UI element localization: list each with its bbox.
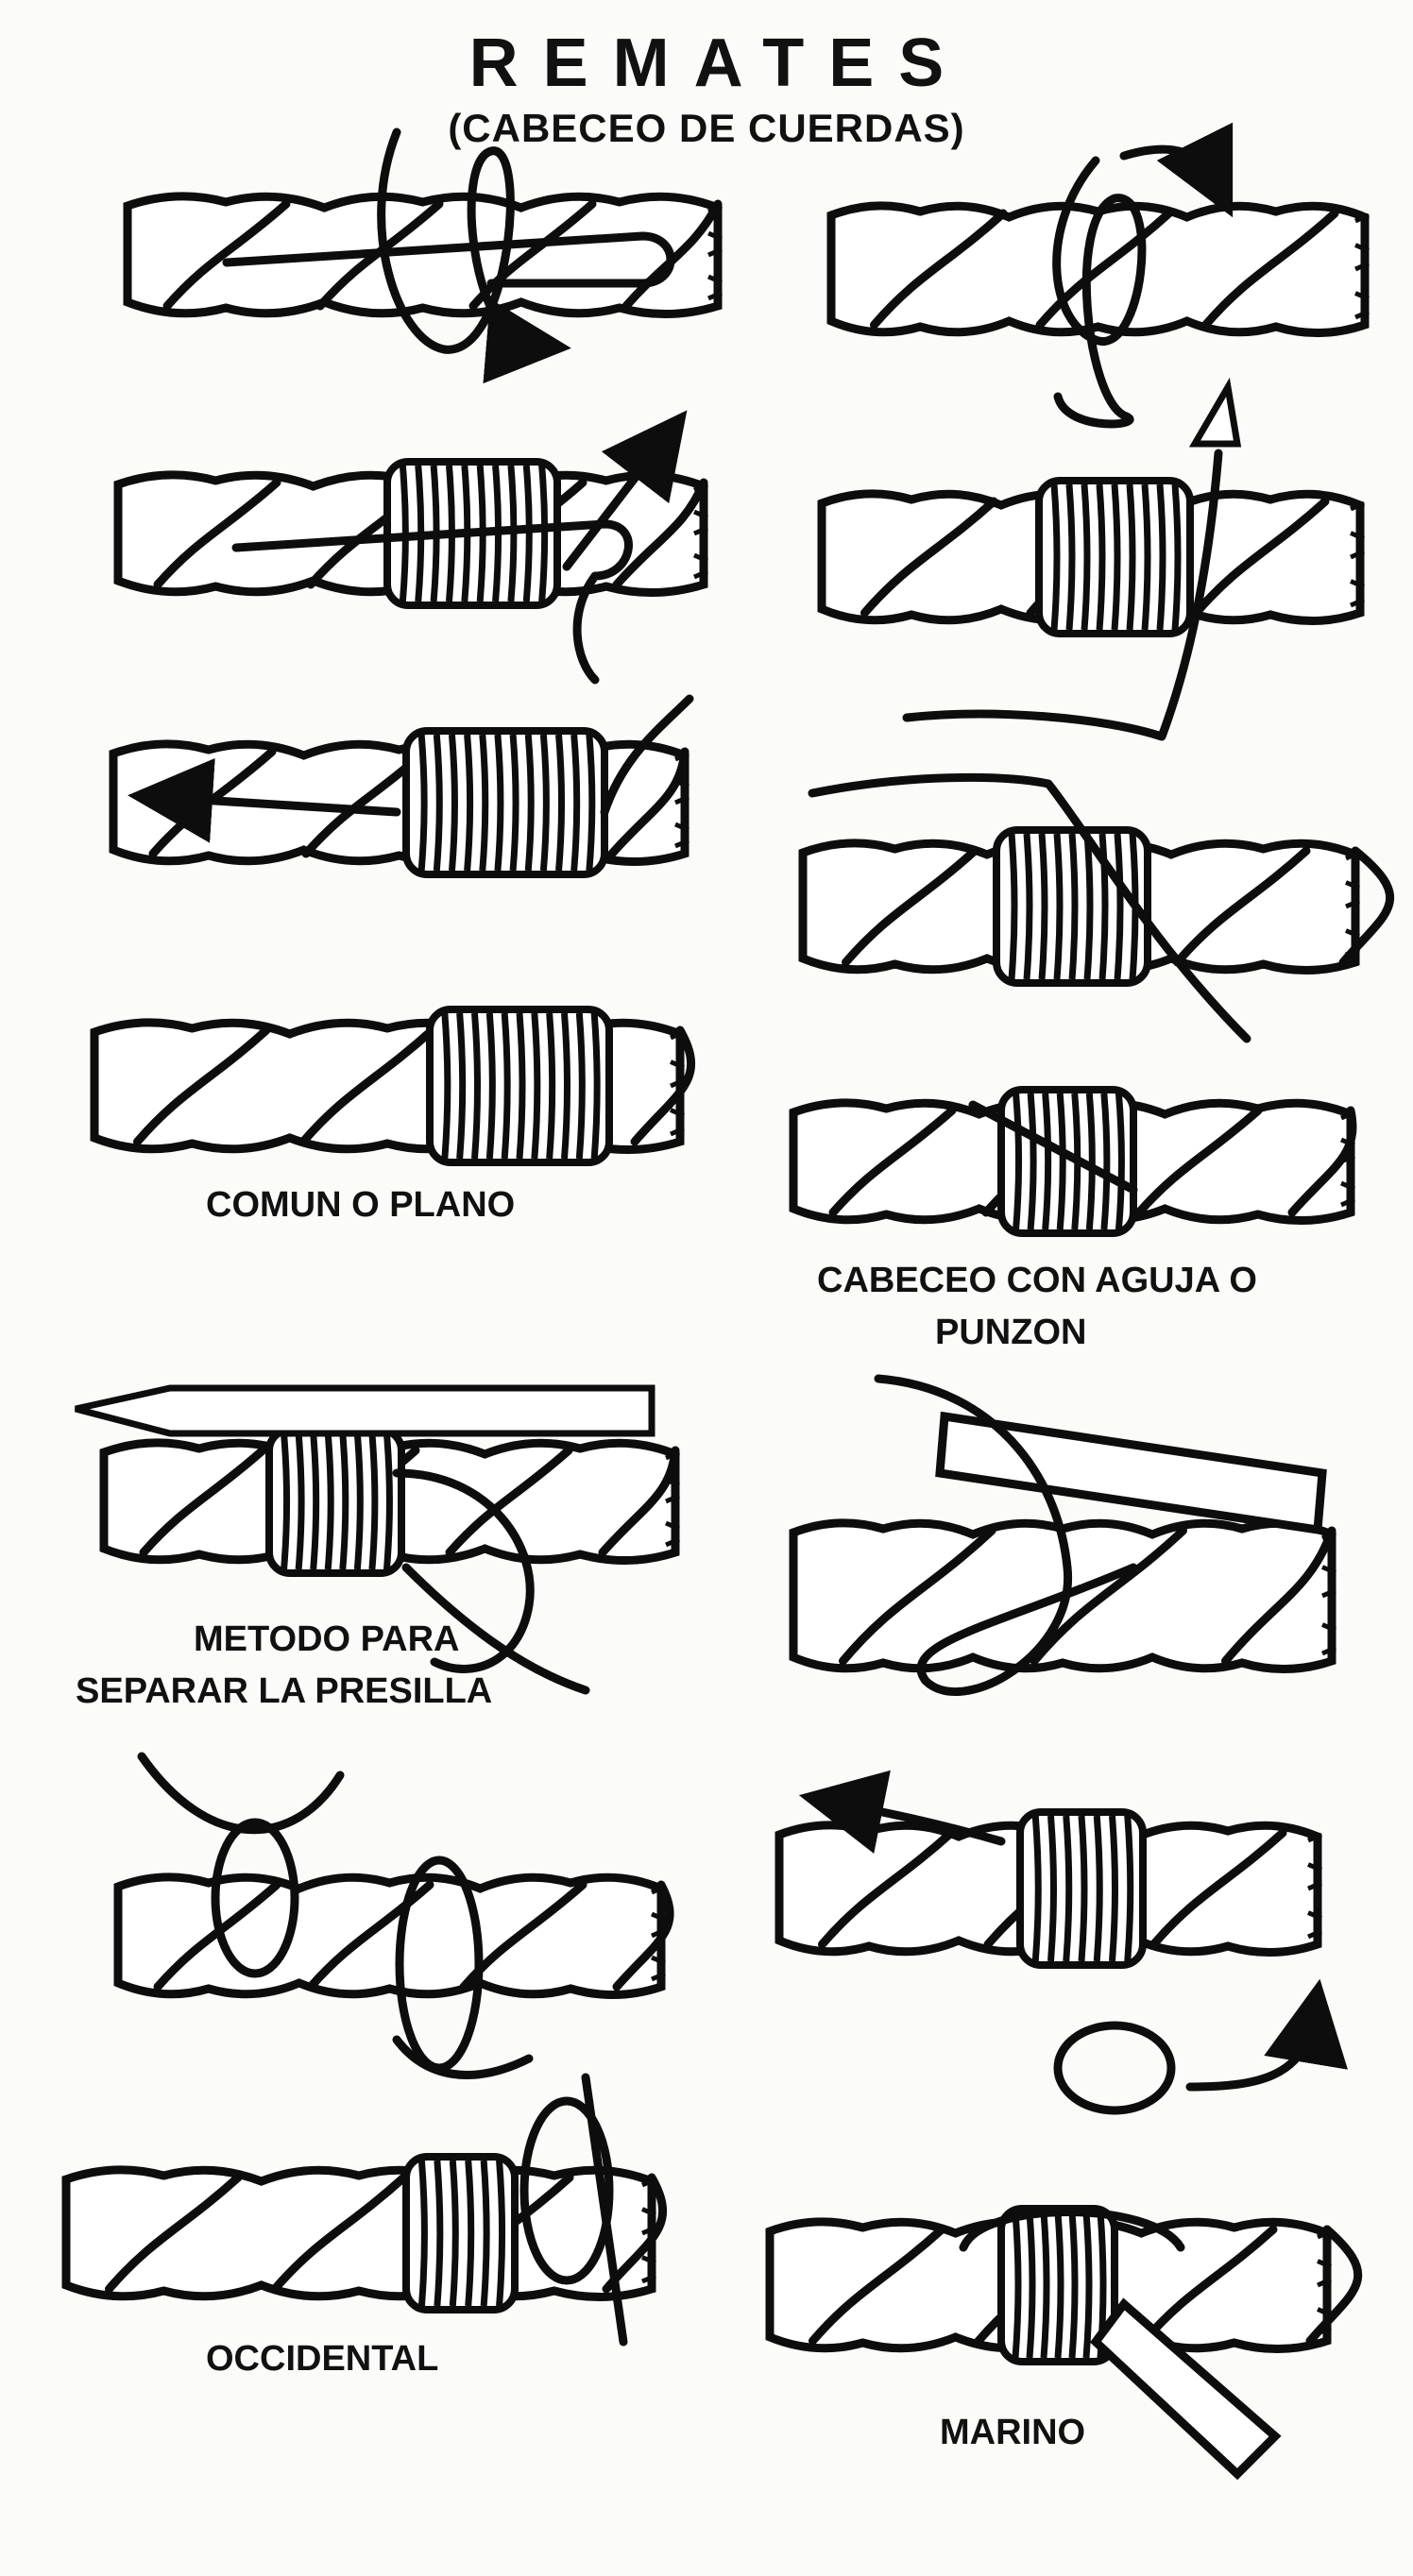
twine-right-step-5 (874, 1374, 1138, 1696)
twine-occidental-end (581, 2073, 628, 2347)
twine-metodo-loop (392, 1468, 535, 1673)
rope-left-step-4 (90, 1006, 695, 1166)
rope-right-step-6 (775, 1808, 1322, 1969)
twine-right-step-4 (968, 1100, 1138, 1195)
twine-left-step-6-b (392, 2035, 534, 2079)
arrow-step-2 (562, 410, 688, 571)
label-marino: MARINO (940, 2413, 1086, 2452)
right-column-ropes (765, 201, 1394, 2365)
twine-right-step-6-loop (1053, 2021, 1176, 2115)
rope-right-step-2 (817, 477, 1365, 637)
left-column-ropes (61, 192, 723, 2313)
needle-right-step-2 (1188, 377, 1242, 448)
twine-end-step-3 (600, 694, 694, 817)
twine-left-step-6-a (137, 1752, 345, 1835)
pencil-icon (75, 1384, 655, 1437)
label-metodo-line2: SEPARAR LA PRESILLA (76, 1671, 493, 1711)
label-cabeceo-con-aguja-line1: CABECEO CON AGUJA O (817, 1261, 1257, 1300)
twine-occidental-loop (519, 2096, 614, 2285)
label-occidental: OCCIDENTAL (206, 2339, 439, 2379)
page-title: REMATES (468, 25, 969, 101)
label-cabeceo-con-aguja-line2: PUNZON (935, 1313, 1087, 1352)
marino-strand-end (1089, 2297, 1282, 2481)
twine-left-step-6-loop-a (211, 1818, 299, 1978)
arrow-right-step-6 (798, 1770, 1006, 1854)
rope-right-step-1 (826, 201, 1370, 337)
twine-step-2 (231, 519, 633, 685)
twine-lay-step-1 (222, 231, 675, 288)
twine-right-step-3 (808, 772, 1251, 1043)
arrow-step-3 (128, 757, 401, 843)
twine-and-tools (75, 122, 1348, 2481)
arrow-right-step-6-b (1185, 1978, 1348, 2092)
rope-left-occidental (61, 2153, 667, 2313)
page-subtitle: (CABECEO DE CUERDAS) (448, 106, 965, 150)
arrow-right-step-1 (1119, 122, 1234, 218)
rope-left-step-1 (123, 192, 723, 319)
twine-marino-loop (959, 2208, 1185, 2252)
label-metodo-line1: METODO PARA (194, 1619, 460, 1659)
rope-left-step-3 (109, 727, 689, 878)
rope-right-marino (765, 2205, 1363, 2365)
label-comun-o-plano: COMUN O PLANO (206, 1185, 516, 1225)
crossing-strand (935, 1411, 1327, 1535)
twine-metodo-end (401, 1563, 590, 1695)
rope-left-metodo (99, 1426, 680, 1577)
twine-right-step-2 (902, 449, 1223, 741)
rope-right-step-3 (798, 826, 1394, 987)
rope-left-step-6 (113, 1873, 674, 1999)
twine-right-step-1 (1052, 156, 1147, 429)
